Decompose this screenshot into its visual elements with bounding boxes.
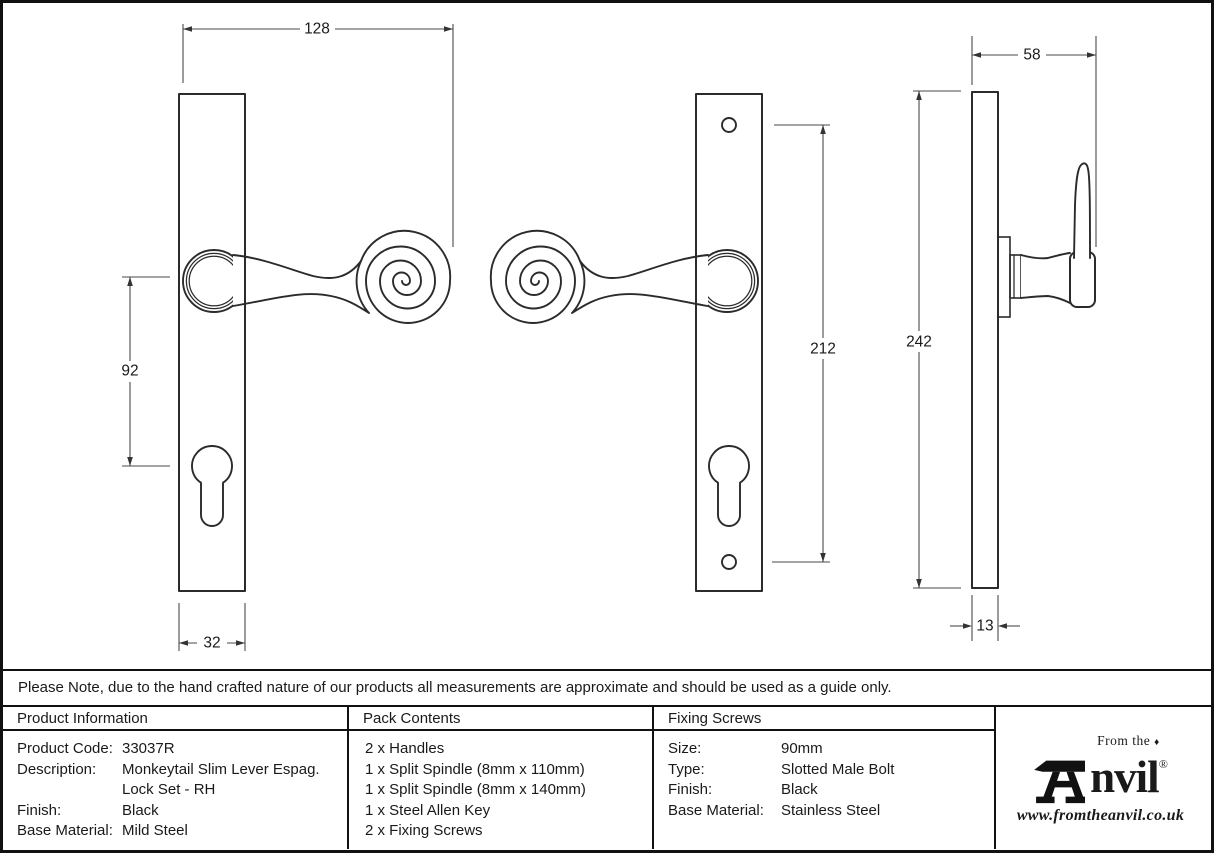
dim-lever-to-keyhole: 92 <box>121 363 138 380</box>
front-view-right-handle <box>489 93 763 592</box>
screw-finish-label: Finish: <box>668 781 713 799</box>
backplate <box>178 93 246 592</box>
drawing-canvas: 128 92 32 212 242 58 13 <box>115 20 1097 652</box>
base-material-row: Base Material: Mild Steel <box>17 821 347 842</box>
screw-base-material-row: Base Material: Stainless Steel <box>668 801 994 822</box>
pack-item: 2 x Fixing Screws <box>365 822 483 840</box>
brand-column: From the ♦ nvil® www.fromtheanvil.co.uk <box>994 707 1205 849</box>
monkeytail-spiral <box>360 229 452 324</box>
description-value-2: Lock Set - RH <box>122 781 216 799</box>
side-collar <box>1009 254 1022 299</box>
description-value: Monkeytail Slim Lever Espag. <box>122 760 320 778</box>
pack-item: 2 x Handles <box>365 740 445 757</box>
finish-row: Finish: Black <box>17 801 347 822</box>
pack-contents-column: Pack Contents 2 x Handles 1 x Split Spin… <box>347 707 652 849</box>
anvil-icon <box>1034 760 1086 803</box>
from-the-anvil-logo: From the ♦ nvil® www.fromtheanvil.co.uk <box>1016 732 1185 825</box>
product-code-value: 33037R <box>122 740 175 757</box>
dim-screw-centres: 212 <box>810 341 836 358</box>
side-rose <box>997 236 1011 318</box>
pack-item: 1 x Split Spindle (8mm x 110mm) <box>365 760 585 778</box>
dim-plate-width: 32 <box>203 635 220 652</box>
product-information-body: Product Code: 33037R Description: Monkey… <box>3 731 347 842</box>
size-value: 90mm <box>781 740 823 757</box>
screw-base-material-label: Base Material: <box>668 801 764 819</box>
size-row: Size: 90mm <box>668 739 994 760</box>
logo-website: www.fromtheanvil.co.uk <box>1016 806 1185 824</box>
finish-value: Black <box>122 801 159 819</box>
size-label: Size: <box>668 740 702 757</box>
logo-tagline: From the ♦ <box>1097 732 1160 748</box>
side-lever-fill <box>1074 163 1090 258</box>
pack-item: 1 x Split Spindle (8mm x 140mm) <box>365 781 586 799</box>
description-label: Description: <box>17 760 97 778</box>
dimension-lines: 128 92 32 212 242 58 13 <box>115 20 1097 652</box>
side-baluster-bottom <box>1020 295 1071 304</box>
spec-table: Product Information Product Code: 33037R… <box>3 705 1211 849</box>
type-row: Type: Slotted Male Bolt <box>668 760 994 781</box>
screw-base-material-value: Stainless Steel <box>781 801 881 819</box>
diamond-icon: ♦ <box>1154 736 1160 748</box>
dim-plate-height: 242 <box>906 334 932 351</box>
logo-wordmark: nvil <box>1090 751 1160 802</box>
side-baluster-top <box>1020 252 1071 260</box>
registered-mark: ® <box>1158 756 1168 771</box>
screw-hole-bottom <box>721 554 737 570</box>
product-information-column: Product Information Product Code: 33037R… <box>3 707 347 849</box>
product-information-header: Product Information <box>3 707 347 731</box>
description-row-2: Lock Set - RH <box>17 780 347 801</box>
description-row: Description: Monkeytail Slim Lever Espag… <box>17 760 347 781</box>
fixing-screws-body: Size: 90mm Type: Slotted Male Bolt Finis… <box>654 731 994 821</box>
pack-contents-header: Pack Contents <box>349 707 652 731</box>
lever-outline <box>232 254 370 314</box>
side-view <box>971 91 1096 589</box>
screw-finish-value: Black <box>781 781 818 799</box>
type-value: Slotted Male Bolt <box>781 760 895 778</box>
pack-contents-body: 2 x Handles 1 x Split Spindle (8mm x 110… <box>349 731 652 842</box>
product-code-label: Product Code: <box>17 740 113 757</box>
approximate-measurements-note: Please Note, due to the hand crafted nat… <box>3 669 1211 705</box>
dim-projection: 58 <box>1023 47 1040 64</box>
type-label: Type: <box>668 760 705 778</box>
side-lever-outline <box>1073 162 1091 259</box>
dim-handle-span: 128 <box>304 21 330 38</box>
handle-hub-ring-inner <box>188 255 240 307</box>
base-material-value: Mild Steel <box>122 822 188 840</box>
screw-hole-top <box>721 117 737 133</box>
side-backplate <box>971 91 999 589</box>
pack-item: 1 x Steel Allen Key <box>365 801 491 819</box>
fixing-screws-column: Fixing Screws Size: 90mm Type: Slotted M… <box>652 707 994 849</box>
finish-label: Finish: <box>17 801 62 819</box>
technical-drawing: 128 92 32 212 242 58 13 <box>3 3 1211 669</box>
screw-finish-row: Finish: Black <box>668 780 994 801</box>
base-material-label: Base Material: <box>17 822 113 840</box>
dim-plate-depth: 13 <box>976 618 993 635</box>
euro-keyhole <box>191 445 233 527</box>
side-baluster-fill <box>1021 253 1070 303</box>
product-code-row: Product Code: 33037R <box>17 739 347 760</box>
lever-fill <box>233 255 369 313</box>
fixing-screws-header: Fixing Screws <box>654 707 994 731</box>
front-view-left-handle <box>178 93 452 592</box>
side-grip <box>1069 251 1096 308</box>
